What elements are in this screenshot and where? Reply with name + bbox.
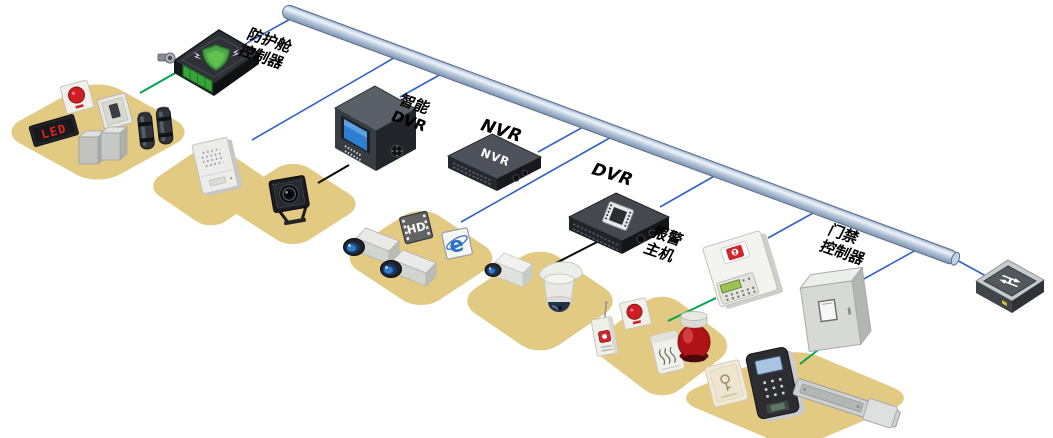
mini-camera-icon: [268, 175, 310, 226]
link-cabin-devices: [139, 71, 178, 94]
box-camera-icon: [343, 227, 400, 265]
link-analog-cameras: [555, 240, 600, 264]
box-camera-icon: [484, 252, 533, 288]
nvr: NVR: [446, 133, 543, 191]
intercom-icon: [191, 137, 243, 196]
led-display-text: LED: [40, 121, 69, 142]
dvr-knob: [648, 229, 656, 237]
nvr-knob: [512, 174, 520, 182]
alarm-siren-icon: [677, 311, 711, 363]
smart-dvr: [333, 85, 418, 171]
dvr: [567, 192, 671, 254]
dome-camera-icon: [538, 261, 583, 312]
lightning-icon: [231, 49, 239, 57]
ie-badge: e: [441, 227, 473, 260]
sensor-link-lines: [139, 71, 819, 365]
branch-ip-cameras: [460, 130, 623, 223]
access-controller: [799, 266, 872, 353]
bus-pipe: [282, 4, 961, 266]
video-link-lines: [317, 164, 600, 264]
fingerprint-terminal-icon: [745, 347, 805, 422]
emergency-button-icon: [59, 79, 95, 115]
door-switch-icon: [96, 92, 133, 131]
link-access-devices: [799, 349, 819, 365]
switch-led: [1002, 300, 1007, 307]
led-display-icon: LED: [28, 114, 79, 147]
pir-detector-icon: [650, 330, 686, 375]
branch-intercom: [251, 50, 407, 141]
alarm-host: [702, 230, 784, 309]
protection-cabin-controller: [157, 29, 260, 96]
maglock-icon: [792, 378, 901, 429]
ir-beam-sensor-icon: [137, 106, 174, 150]
alarm-lcd: [719, 279, 743, 294]
switch-arrows-icon: [999, 274, 1021, 288]
wireless-sensor-icon: [590, 301, 619, 357]
speaker-icon: [78, 126, 128, 165]
hd-badge-text: HD: [405, 219, 427, 237]
emergency-button-icon: [619, 297, 652, 330]
bus-pipe-end-cap: [950, 251, 961, 266]
hd-badge: HD: [399, 210, 434, 245]
dvr-knob: [636, 234, 646, 244]
network-switch: [975, 259, 1045, 313]
ie-badge-text: e: [447, 231, 466, 257]
cabinet-window: [817, 298, 838, 323]
film-strip-icon: [602, 201, 634, 231]
lightning-icon: [194, 52, 202, 60]
link-alarm-devices: [667, 297, 717, 322]
nvr-knob: [521, 169, 529, 177]
exit-button-icon: [704, 359, 749, 408]
link-mini-camera: [317, 164, 350, 184]
box-camera-icon: [380, 249, 437, 287]
cabinet-handle: [847, 307, 852, 315]
